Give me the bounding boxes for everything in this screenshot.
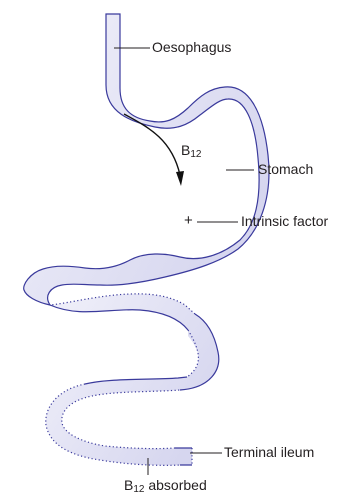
b12-label: B12 bbox=[181, 142, 201, 158]
b12-subscript: 12 bbox=[190, 149, 201, 160]
b12-letter: B bbox=[181, 142, 190, 158]
absorbed-subscript: 12 bbox=[133, 484, 144, 495]
plus-sign: + bbox=[184, 213, 193, 229]
absorbed-letter: B bbox=[124, 477, 133, 493]
absorbed-text: absorbed bbox=[144, 477, 206, 493]
terminal-ileum-label: Terminal ileum bbox=[224, 444, 314, 460]
b12-absorbed-label: B12 absorbed bbox=[124, 477, 207, 493]
oesophagus-label: Oesophagus bbox=[152, 39, 231, 55]
oesophagus-stomach-shape bbox=[24, 14, 269, 305]
b12-arrow-head bbox=[176, 171, 184, 186]
intrinsic-factor-label: Intrinsic factor bbox=[241, 213, 328, 229]
stomach-label: Stomach bbox=[258, 161, 313, 177]
